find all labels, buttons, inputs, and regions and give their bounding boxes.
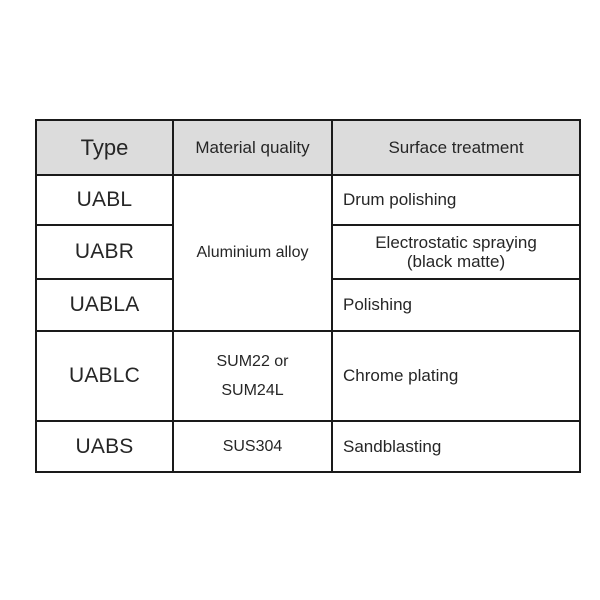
column-header-surface-treatment: Surface treatment	[331, 119, 581, 176]
cell-surface-sandblasting: Sandblasting	[331, 420, 581, 473]
cell-material-sus304: SUS304	[172, 420, 333, 473]
table-row: UABL Aluminium alloy Drum polishing	[35, 174, 581, 332]
table-header-row: Type Material quality Surface treatment	[35, 119, 581, 176]
cell-surface-electrostatic-spraying: Electrostatic spraying (black matte)	[331, 224, 581, 280]
table-row: UABS SUS304 Sandblasting	[35, 420, 581, 473]
cell-surface-chrome-plating: Chrome plating	[331, 330, 581, 422]
cell-type-uabs: UABS	[35, 420, 174, 473]
specification-table: Type Material quality Surface treatment …	[35, 119, 581, 473]
material-text-line-2: SUM24L	[221, 381, 284, 399]
cell-type-uabr: UABR	[35, 224, 174, 280]
column-header-material-quality: Material quality	[172, 119, 333, 176]
material-text-line-1: SUM22 or	[216, 352, 289, 370]
surface-text-line-1: Electrostatic spraying	[375, 232, 537, 252]
cell-type-uablc: UABLC	[35, 330, 174, 422]
cell-surface-polishing: Polishing	[331, 278, 581, 332]
cell-surface-drum-polishing: Drum polishing	[331, 174, 581, 226]
table-row: UABR Electrostatic spraying (black matte…	[35, 224, 581, 280]
table-row: UABLA Polishing	[35, 278, 581, 332]
surface-text-line-2: (black matte)	[406, 252, 506, 271]
table-row: UABLC SUM22 or SUM24L Chrome plating	[35, 330, 581, 422]
cell-type-uabla: UABLA	[35, 278, 174, 332]
cell-material-aluminium-alloy: Aluminium alloy	[172, 174, 333, 332]
cell-type-uabl: UABL	[35, 174, 174, 226]
column-header-type: Type	[35, 119, 174, 176]
cell-material-sum22-sum24l: SUM22 or SUM24L	[172, 330, 333, 422]
